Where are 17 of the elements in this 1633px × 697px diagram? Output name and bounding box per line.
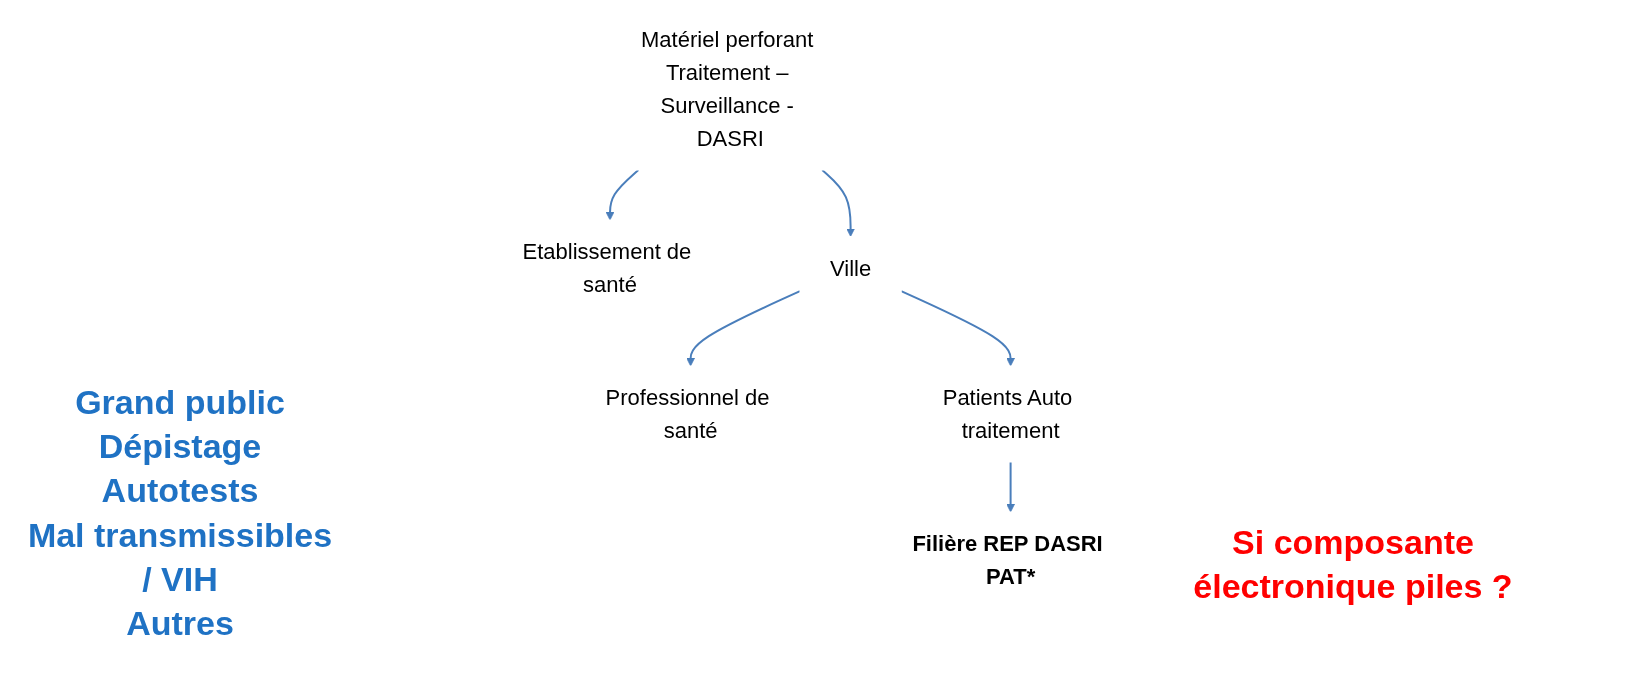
- node-text: Professionnel de santé: [605, 385, 770, 443]
- node-text: Filière REP DASRI PAT*: [912, 531, 1103, 589]
- note-text: Autotests: [101, 470, 259, 512]
- note-text: Mal transmissibles / VIH: [26, 514, 334, 600]
- note-text: Si composante électronique piles ?: [1193, 522, 1513, 608]
- arrow: [1005, 461, 1015, 513]
- node-text: Patients Auto traitement: [942, 385, 1073, 443]
- arrow: [899, 290, 1015, 367]
- node-text: Ville: [829, 255, 871, 281]
- arrow: [820, 169, 855, 237]
- note-text: Autres: [126, 602, 234, 644]
- note-text: Dépistage: [98, 426, 262, 468]
- arrow: [605, 169, 640, 221]
- node-text: Etablissement de santé: [522, 239, 692, 297]
- note-text: Grand public: [75, 382, 285, 423]
- node-text: Matériel perforant Traitement – Surveillance - DASRI: [640, 27, 814, 151]
- arrow: [685, 290, 801, 367]
